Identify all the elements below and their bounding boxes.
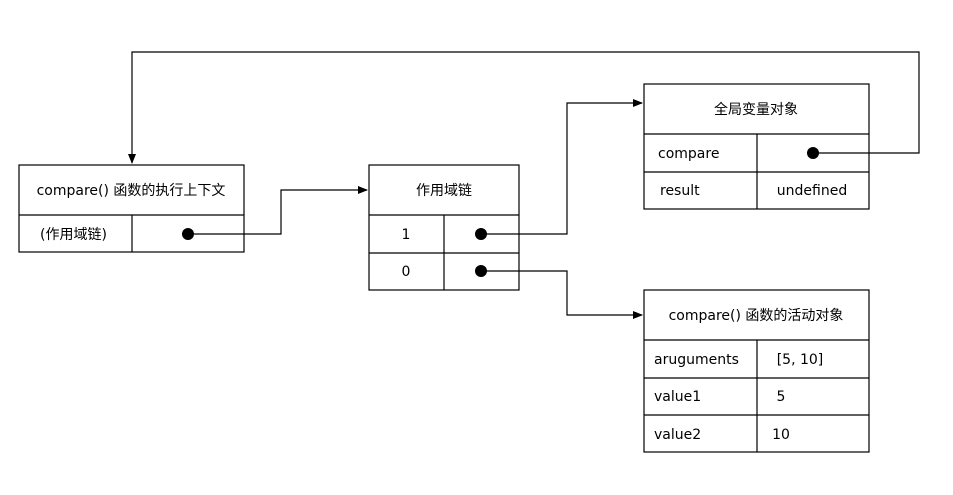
activation-key-value2: value2 [654,427,701,443]
arrow-compare-to-exec-context [128,51,920,164]
global-object-key-compare: compare [658,146,719,162]
scope-chain-title: 作用域链 [416,183,472,199]
scope-chain-row-0: 0 [402,264,411,280]
scope-chain-row-1: 1 [402,227,411,243]
arrow-exec-to-scope-chain [188,186,368,235]
activation-object-box: compare() 函数的活动对象 aruguments [5, 10] val… [643,289,870,453]
arrow-scope0-to-activation [481,270,643,319]
activation-key-arguments: aruguments [654,352,739,368]
exec-context-title: compare() 函数的执行上下文 [37,183,226,199]
activation-value-value1: 5 [777,389,786,405]
global-object-title: 全局变量对象 [714,101,798,118]
exec-context-box: compare() 函数的执行上下文 (作用域链) [18,164,245,253]
activation-value-arguments: [5, 10] [777,352,824,368]
scope-chain-box: 作用域链 1 0 [368,164,520,291]
arrow-scope1-to-global [481,99,643,235]
activation-value-value2: 10 [772,427,790,443]
global-object-value-result: undefined [777,183,847,199]
activation-key-value1: value1 [654,389,701,405]
activation-object-title: compare() 函数的活动对象 [669,308,844,324]
global-object-key-result: result [660,183,700,199]
exec-context-row-label: (作用域链) [40,227,107,243]
global-object-box: 全局变量对象 compare result undefined [643,83,870,210]
